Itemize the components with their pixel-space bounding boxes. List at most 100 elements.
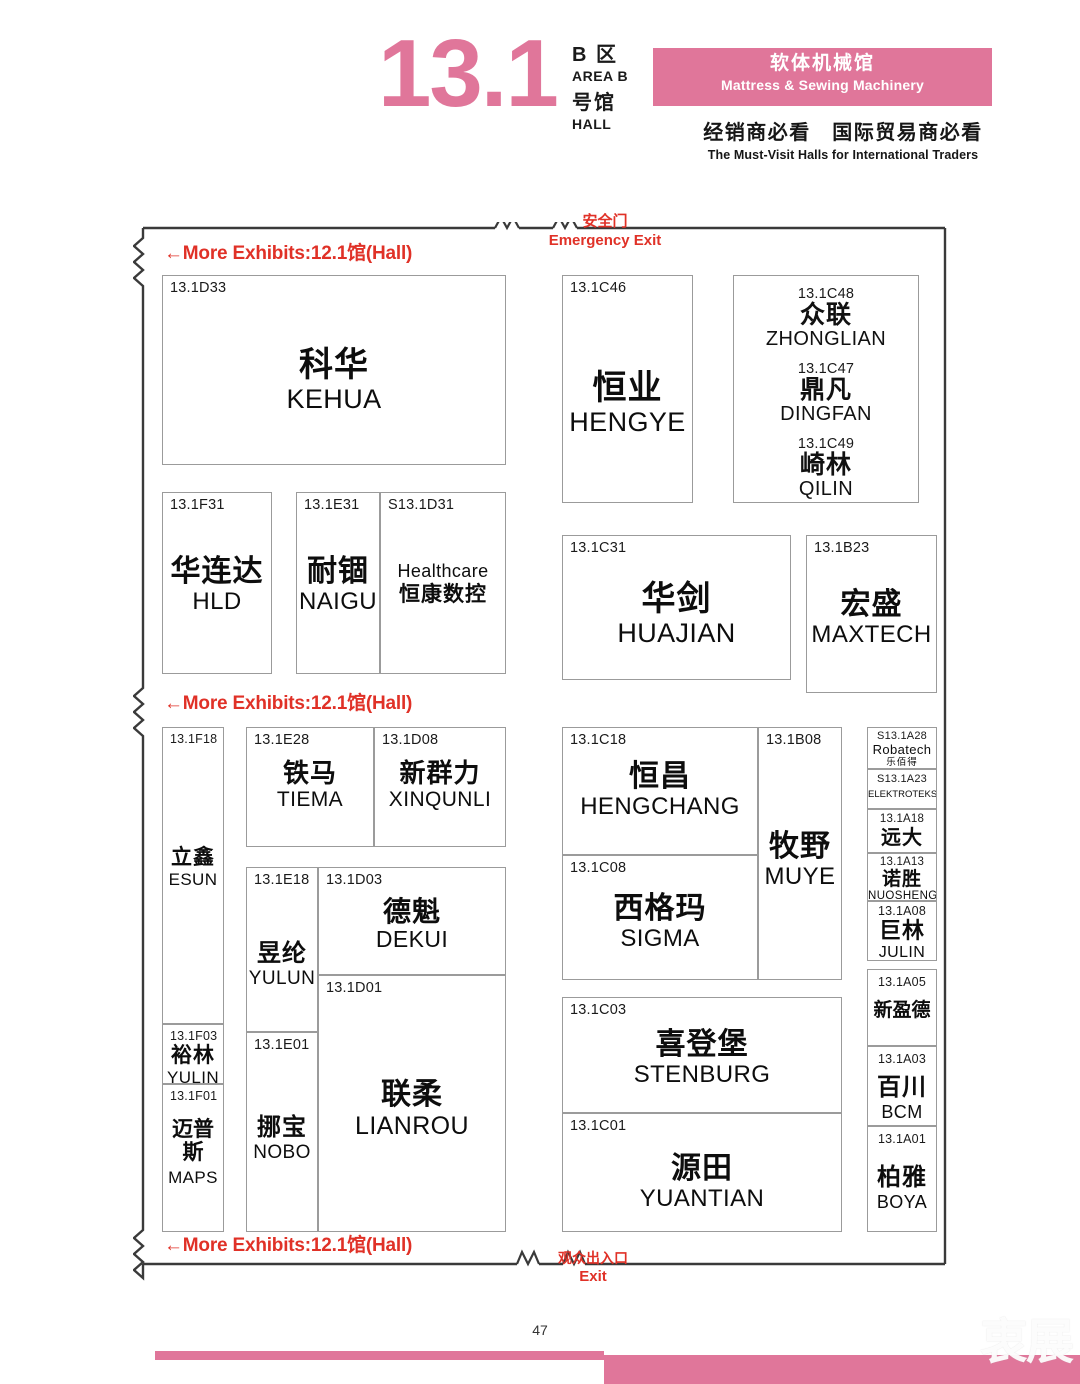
booth-13-1B08[interactable]: 13.1B08 牧野 MUYE — [758, 727, 842, 980]
booth-name-cn: 巨林 — [878, 918, 925, 943]
booth-13-1E28[interactable]: 13.1E28 铁马 TIEMA — [246, 727, 374, 847]
booth-13-1C46[interactable]: 13.1C46 恒业 HENGYE — [562, 275, 693, 503]
tagline: 经销商必看 国际贸易商必看 The Must-Visit Halls for I… — [653, 116, 1033, 162]
booth-13-1C01[interactable]: 13.1C01 源田 YUANTIAN — [562, 1113, 842, 1232]
booth-13-1C03[interactable]: 13.1C03 喜登堡 STENBURG — [562, 997, 842, 1113]
booth-13-1C08[interactable]: 13.1C08 西格玛 SIGMA — [562, 855, 758, 980]
booth-name-cn: 源田 — [671, 1152, 733, 1185]
booth-name-cn: 昱纶 — [257, 940, 307, 967]
booth-name-en: ESUN — [168, 869, 218, 889]
booth-13-1B23[interactable]: 13.1B23 宏盛 MAXTECH — [806, 535, 937, 693]
booth-13-1A01[interactable]: 13.1A01 柏雅 BOYA — [867, 1126, 937, 1232]
booth-13-1E18[interactable]: 13.1E18 昱纶 YULUN — [246, 867, 318, 1032]
booth-13-1F18[interactable]: 13.1F18 立鑫 ESUN — [162, 727, 224, 1024]
booth-code: 13.1A18 — [879, 813, 925, 825]
booth-code: 13.1F03 — [170, 1029, 218, 1043]
booth-name-en: ELEKTROTEKS — [868, 789, 937, 800]
booth-code: 13.1A13 — [879, 856, 925, 868]
booth-name-en: HLD — [192, 587, 242, 615]
booth-code: 13.1C46 — [570, 280, 627, 296]
booth-name-en: NUOSHENG — [868, 890, 937, 901]
booth-name-en: QILIN — [798, 478, 854, 501]
footer-bar-left — [155, 1351, 604, 1360]
booth-13-1C18[interactable]: 13.1C18 恒昌 HENGCHANG — [562, 727, 758, 855]
more-exhibits-bottom: ←More Exhibits:12.1馆(Hall) — [164, 1235, 413, 1256]
category-banner: 软体机械馆 Mattress & Sewing Machinery — [653, 48, 992, 106]
booth-name-cn: 裕林 — [171, 1044, 215, 1067]
booth-name-en: HENGYE — [569, 407, 686, 438]
booth-13-1D03[interactable]: 13.1D03 德魁 DEKUI — [318, 867, 506, 975]
booth-code: 13.1C48 — [797, 286, 855, 302]
hall-plan: 安全门 Emergency Exit ←More Exhibits:12.1馆(… — [133, 213, 951, 1285]
booth-code: 13.1D33 — [170, 280, 227, 296]
booth-name-en: SIGMA — [620, 924, 700, 952]
more-exhibits-top: ←More Exhibits:12.1馆(Hall) — [164, 243, 413, 264]
booth-code: 13.1F31 — [170, 497, 225, 513]
booth-name-en: Robatech — [872, 742, 932, 757]
booth-S13-1D31[interactable]: S13.1D31 Healthcare 恒康数控 — [380, 492, 506, 674]
booth-13-1F03[interactable]: 13.1F03 裕林 YULIN — [162, 1024, 224, 1084]
booth-13-1E01[interactable]: 13.1E01 挪宝 NOBO — [246, 1032, 318, 1232]
booth-name-cn: 众联 — [799, 301, 852, 329]
booth-code: 13.1A01 — [878, 1132, 926, 1146]
visitor-exit-en: Exit — [579, 1268, 607, 1285]
booth-name-cn: 百川 — [877, 1074, 927, 1101]
booth-code: 13.1C18 — [570, 732, 627, 748]
hall-number: 13.1 — [378, 20, 559, 127]
booth-name-cn: 华连达 — [170, 555, 264, 588]
booth-name-en: HUAJIAN — [617, 618, 736, 649]
booth-name-en: Healthcare — [397, 561, 489, 581]
booth-code: 13.1D08 — [382, 732, 439, 748]
hall-label-cn: 号馆 — [572, 91, 616, 114]
booth-name-cn: 喜登堡 — [655, 1028, 749, 1061]
booth-13-1A05[interactable]: 13.1A05 新盈德 — [867, 969, 937, 1046]
booth-name-cn: 恒业 — [592, 369, 663, 407]
booth-code: 13.1C08 — [570, 860, 627, 876]
footer-bar-right — [604, 1355, 1080, 1384]
booth-name-en: KEHUA — [286, 384, 382, 415]
booth-name-cn: 鼎凡 — [799, 376, 852, 404]
booth-13-1C31[interactable]: 13.1C31 华剑 HUAJIAN — [562, 535, 791, 680]
booth-name-en: BOYA — [876, 1191, 928, 1212]
booth-13-1A18[interactable]: 13.1A18 远大 — [867, 809, 937, 853]
booth-name-en: MUYE — [764, 862, 836, 890]
booth-name-en: NAIGU — [298, 587, 377, 615]
booth-13-1D01[interactable]: 13.1D01 联柔 LIANROU — [318, 975, 506, 1232]
booth-name-cn: 西格玛 — [613, 892, 707, 925]
booth-13-1F01[interactable]: 13.1F01 迈普斯 MAPS — [162, 1084, 224, 1232]
booth-13-1A13[interactable]: 13.1A13 诺胜 NUOSHENG — [867, 853, 937, 901]
booth-name-cn: 诺胜 — [881, 869, 922, 890]
booth-13-1A08[interactable]: 13.1A08 巨林 JULIN — [867, 901, 937, 961]
booth-13-1D08[interactable]: 13.1D08 新群力 XINQUNLI — [374, 727, 506, 847]
more-exhibits-middle: ←More Exhibits:12.1馆(Hall) — [164, 693, 413, 714]
tagline-en: The Must-Visit Halls for International T… — [707, 148, 979, 162]
booth-13-1C48-group[interactable]: 13.1C48 众联 ZHONGLIAN 13.1C47 鼎凡 DINGFAN … — [733, 275, 919, 503]
page-number: 47 — [532, 1322, 548, 1338]
booth-code: 13.1E18 — [254, 872, 310, 888]
booth-name-en: YUANTIAN — [639, 1184, 765, 1212]
booth-code: 13.1A03 — [878, 1052, 926, 1066]
booth-13-1A03[interactable]: 13.1A03 百川 BCM — [867, 1046, 937, 1126]
booth-13-1F31[interactable]: 13.1F31 华连达 HLD — [162, 492, 272, 674]
booth-code: 13.1F01 — [170, 1089, 218, 1103]
booth-S13-1A23[interactable]: S13.1A23 ELEKTROTEKS — [867, 769, 937, 809]
booth-S13-1A28[interactable]: S13.1A28 Robatech 乐佰得 — [867, 727, 937, 769]
booth-name-en: NOBO — [253, 1141, 311, 1163]
booth-13-1D33[interactable]: 13.1D33 科华 KEHUA — [162, 275, 506, 465]
tagline-cn: 经销商必看 国际贸易商必看 — [703, 122, 983, 144]
page-header: 13.1 B 区 AREA B 号馆 HALL 软体机械馆 Mattress &… — [0, 0, 1080, 180]
booth-code: 13.1A05 — [878, 975, 926, 989]
booth-name-cn: 远大 — [881, 827, 923, 849]
booth-13-1E31[interactable]: 13.1E31 耐锢 NAIGU — [296, 492, 380, 674]
booth-name-cn: 联柔 — [381, 1078, 443, 1111]
booth-name-cn: 乐佰得 — [886, 756, 918, 768]
booth-code: S13.1A23 — [877, 773, 927, 785]
booth-name-cn: 立鑫 — [171, 846, 215, 869]
booth-code: 13.1C01 — [570, 1118, 627, 1134]
booth-name-en: HENGCHANG — [580, 792, 740, 820]
watermark-logo: 衷展 — [979, 1314, 1074, 1370]
booth-name-cn: 科华 — [299, 346, 369, 384]
booth-name-cn: 牧野 — [769, 830, 831, 863]
booth-name-en: LIANROU — [355, 1111, 469, 1140]
